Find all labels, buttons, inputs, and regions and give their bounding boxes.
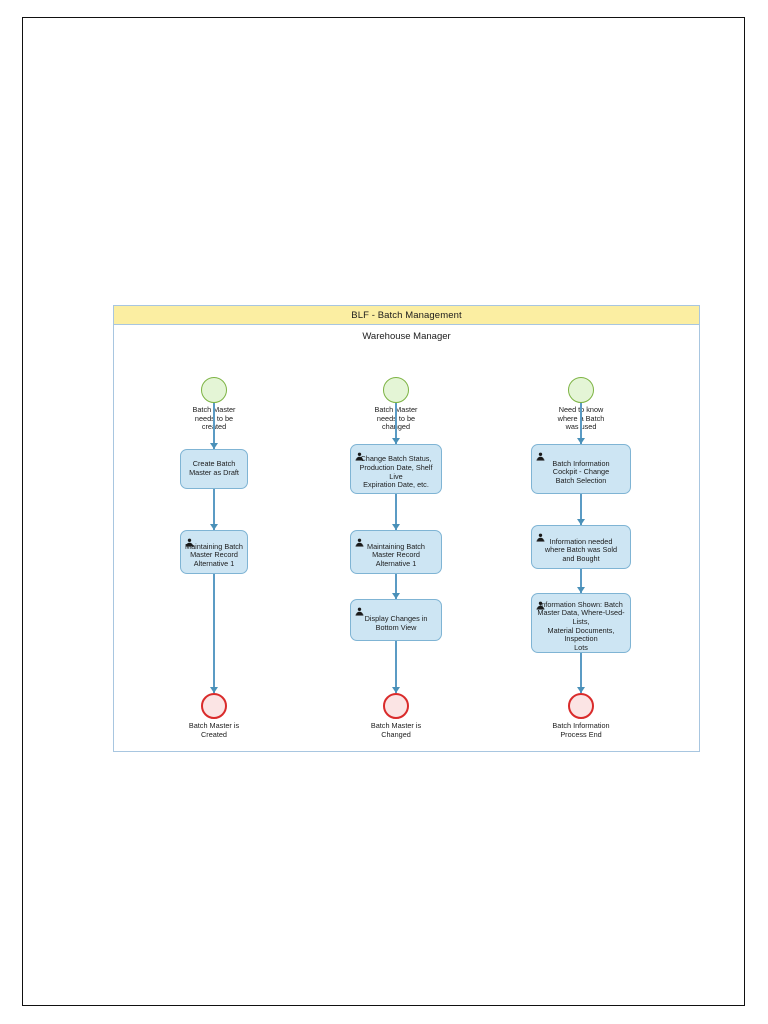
task-maintaining-batch-master-record-alt1-change[interactable]: Maintaining Batch Master Record Alternat… (350, 530, 442, 574)
flow-canvas: Batch Master needs to be createdCreate B… (114, 325, 699, 751)
user-icon (536, 448, 545, 461)
task-change-batch-status-label: Change Batch Status, Production Date, Sh… (359, 454, 433, 490)
sequence-flow-arrowhead (210, 524, 218, 530)
start-event-batch-master-created[interactable] (201, 377, 227, 403)
user-icon (536, 529, 545, 542)
sequence-flow-arrowhead (210, 443, 218, 449)
sequence-flow (395, 494, 397, 530)
task-information-shown-batch-master-data-label: Information Shown: Batch Master Data, Wh… (537, 599, 625, 652)
lane-label: Warehouse Manager (362, 331, 451, 342)
start-event-batch-master-changed[interactable] (383, 377, 409, 403)
end-event-batch-information-process-end[interactable] (568, 693, 594, 719)
sequence-flow-arrowhead (577, 587, 585, 593)
user-icon (536, 597, 545, 610)
task-maintaining-batch-master-record-alt1[interactable]: Maintaining Batch Master Record Alternat… (180, 530, 248, 574)
task-display-changes-in-bottom-view-label: Display Changes in Bottom View (364, 613, 428, 632)
sequence-flow (213, 489, 215, 530)
sequence-flow-arrowhead (577, 519, 585, 525)
document-page: BLF - Batch Management Warehouse Manager… (22, 17, 745, 1006)
task-maintaining-batch-master-record-alt1-label: Maintaining Batch Master Record Alternat… (184, 541, 243, 568)
task-display-changes-in-bottom-view[interactable]: Display Changes in Bottom View (350, 599, 442, 641)
start-event-need-to-know-where-batch-used[interactable] (568, 377, 594, 403)
user-icon (355, 603, 364, 616)
lane-warehouse-manager: Warehouse Manager Batch Master needs to … (114, 325, 699, 751)
user-icon (185, 534, 194, 547)
sequence-flow (580, 569, 582, 593)
task-batch-information-cockpit-label: Batch Information Cockpit - Change Batch… (552, 458, 610, 485)
end-event-batch-master-is-created-label: Batch Master is Created (188, 721, 240, 739)
task-information-shown-batch-master-data[interactable]: Information Shown: Batch Master Data, Wh… (531, 593, 631, 653)
end-event-batch-information-process-end-label: Batch Information Process End (552, 721, 610, 739)
pool-header: BLF - Batch Management (114, 306, 699, 325)
task-create-batch-master-as-draft-label: Create Batch Master as Draft (189, 459, 239, 477)
sequence-flow-arrowhead (392, 438, 400, 444)
pool-title: BLF - Batch Management (351, 309, 462, 321)
sequence-flow-arrowhead (392, 687, 400, 693)
sequence-flow (395, 574, 397, 599)
sequence-flow-arrowhead (577, 687, 585, 693)
sequence-flow (395, 641, 397, 693)
task-change-batch-status[interactable]: Change Batch Status, Production Date, Sh… (350, 444, 442, 494)
task-batch-information-cockpit[interactable]: Batch Information Cockpit - Change Batch… (531, 444, 631, 494)
end-event-batch-master-is-created[interactable] (201, 693, 227, 719)
sequence-flow (395, 403, 397, 444)
sequence-flow-arrowhead (392, 524, 400, 530)
task-create-batch-master-as-draft[interactable]: Create Batch Master as Draft (180, 449, 248, 489)
task-maintaining-batch-master-record-alt1-change-label: Maintaining Batch Master Record Alternat… (366, 541, 425, 568)
sequence-flow (580, 653, 582, 693)
sequence-flow-arrowhead (577, 438, 585, 444)
user-icon (355, 534, 364, 547)
process-pool: BLF - Batch Management Warehouse Manager… (113, 305, 700, 752)
sequence-flow-arrowhead (392, 593, 400, 599)
sequence-flow (213, 574, 215, 693)
task-information-needed-sold-bought[interactable]: Information needed where Batch was Sold … (531, 525, 631, 569)
sequence-flow (213, 403, 215, 449)
sequence-flow-arrowhead (210, 687, 218, 693)
sequence-flow (580, 403, 582, 444)
end-event-batch-master-is-changed[interactable] (383, 693, 409, 719)
end-event-batch-master-is-changed-label: Batch Master is Changed (370, 721, 422, 739)
task-information-needed-sold-bought-label: Information needed where Batch was Sold … (544, 536, 618, 563)
sequence-flow (580, 494, 582, 525)
user-icon (355, 448, 364, 461)
